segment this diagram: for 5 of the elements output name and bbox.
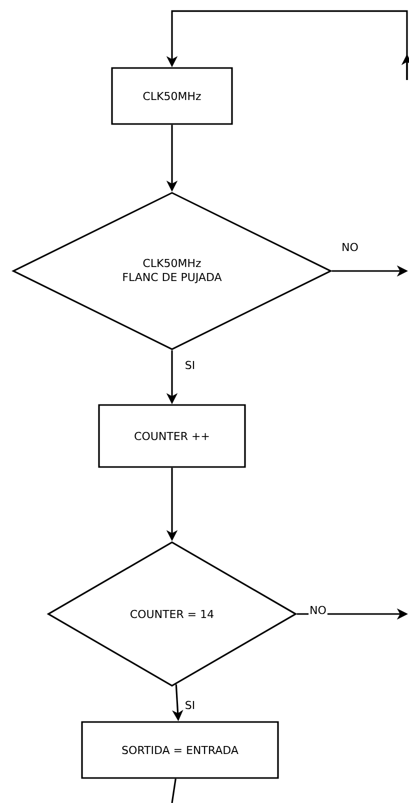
- process-box: CLK50MHz: [111, 67, 233, 125]
- process-box: COUNTER ++: [98, 404, 246, 468]
- edge-label: NO: [340, 242, 360, 252]
- edge-label: NO: [308, 604, 328, 616]
- process-box: SORTIDA = ENTRADA: [81, 721, 279, 779]
